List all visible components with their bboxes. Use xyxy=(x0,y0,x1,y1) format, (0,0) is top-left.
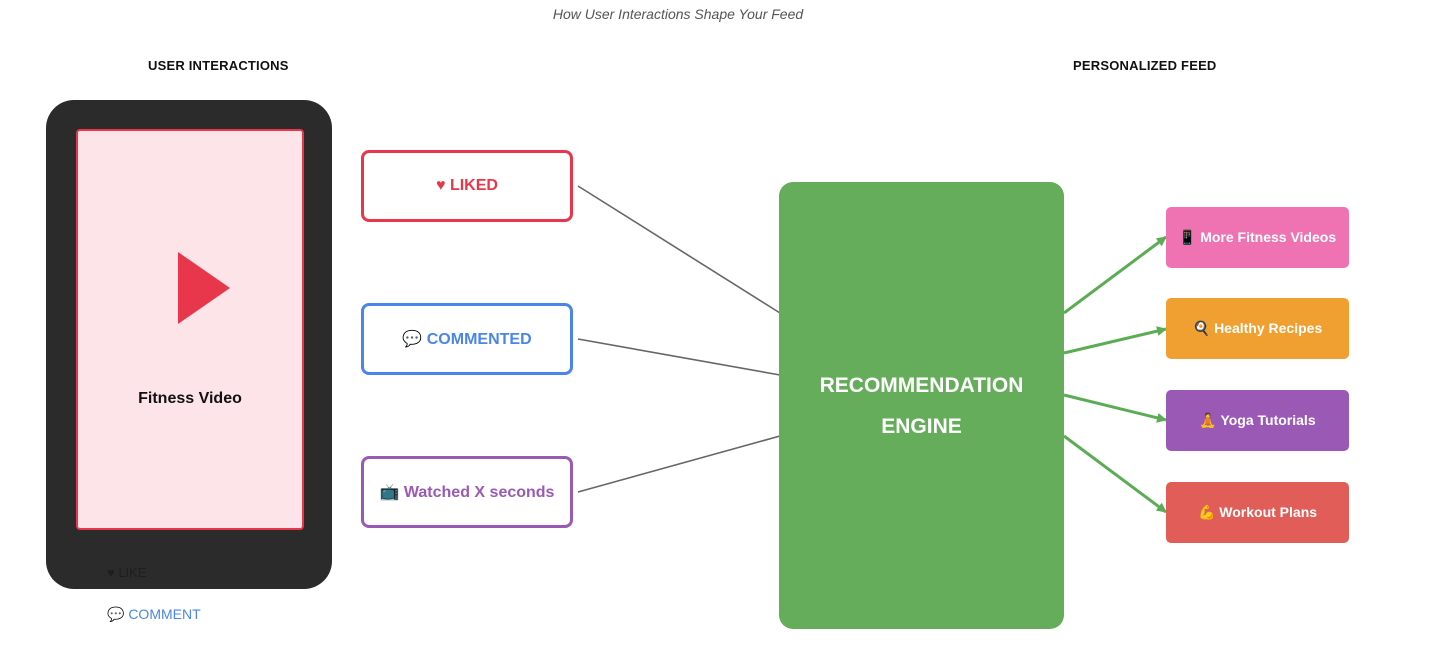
feed-card-fitness-videos[interactable]: 📱 More Fitness Videos xyxy=(1166,207,1349,268)
interaction-watched: 📺 Watched X seconds xyxy=(361,456,573,528)
play-icon[interactable] xyxy=(178,252,230,324)
connector-commented-to-engine xyxy=(577,338,781,376)
arrow-engine-to-yoga-tutorials xyxy=(1063,393,1167,423)
feed-card-label: 🍳 Healthy Recipes xyxy=(1192,320,1323,336)
personalized-feed-heading: PERSONALIZED FEED xyxy=(1073,58,1217,73)
interaction-liked-label: ♥ LIKED xyxy=(436,177,498,194)
feed-card-healthy-recipes[interactable]: 🍳 Healthy Recipes xyxy=(1166,298,1349,359)
engine-label-line2: ENGINE xyxy=(881,414,962,438)
like-button[interactable]: ♥ LIKE xyxy=(107,565,147,580)
feed-card-label: 🧘 Yoga Tutorials xyxy=(1199,412,1316,428)
feed-card-workout-plans[interactable]: 💪 Workout Plans xyxy=(1166,482,1349,543)
engine-label-line1: RECOMMENDATION xyxy=(819,373,1024,397)
arrow-engine-to-workout-plans xyxy=(1063,434,1167,514)
interaction-liked: ♥ LIKED xyxy=(361,150,573,222)
phone-screen xyxy=(76,129,304,530)
user-interactions-heading: USER INTERACTIONS xyxy=(148,58,289,73)
interaction-commented: 💬 COMMENTED xyxy=(361,303,573,375)
feed-card-label: 💪 Workout Plans xyxy=(1197,504,1318,520)
recommendation-engine: RECOMMENDATION ENGINE xyxy=(779,182,1064,629)
connector-liked-to-engine xyxy=(577,185,781,314)
feed-card-label: 📱 More Fitness Videos xyxy=(1178,229,1337,245)
comment-button[interactable]: 💬 COMMENT xyxy=(107,606,201,622)
connector-watched-to-engine xyxy=(577,435,781,493)
interaction-watched-label: 📺 Watched X seconds xyxy=(379,484,555,501)
page-title: How User Interactions Shape Your Feed xyxy=(552,6,804,22)
arrow-engine-to-healthy-recipes xyxy=(1063,326,1167,355)
feed-card-yoga-tutorials[interactable]: 🧘 Yoga Tutorials xyxy=(1166,390,1349,451)
video-title: Fitness Video xyxy=(138,390,242,407)
interaction-commented-label: 💬 COMMENTED xyxy=(402,331,532,348)
arrow-engine-to-fitness-videos xyxy=(1063,235,1167,315)
